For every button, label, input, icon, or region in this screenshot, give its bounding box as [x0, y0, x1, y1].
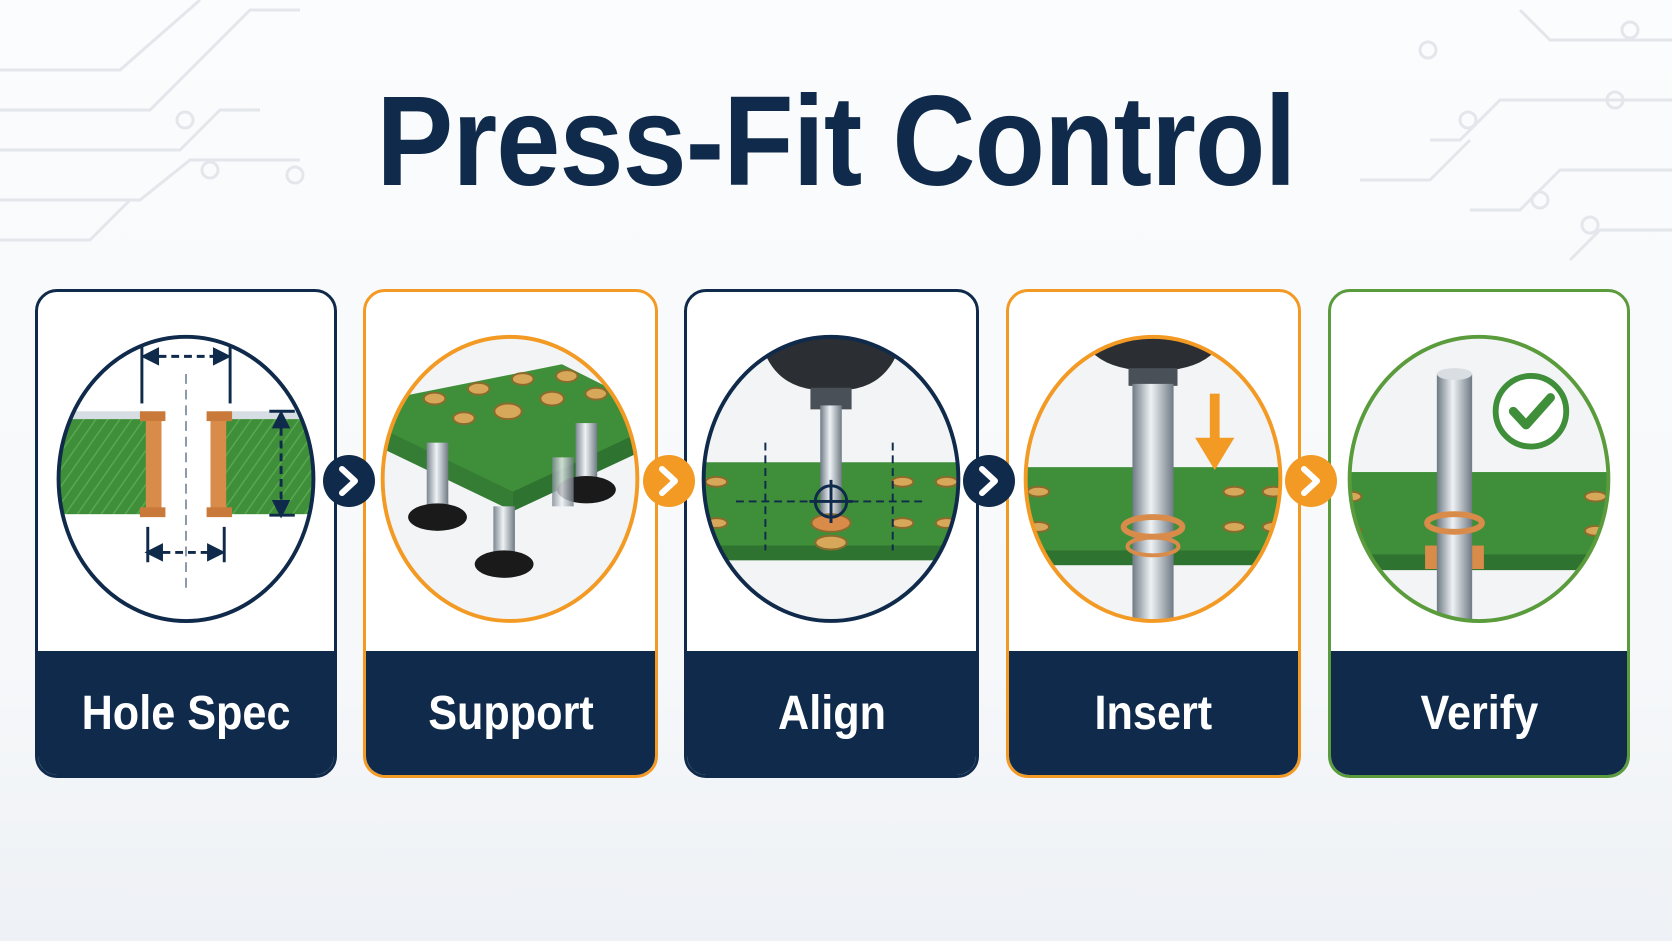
step-label-align: Align	[687, 651, 976, 775]
align-crosshair-icon	[687, 292, 976, 657]
step-card-align: Align	[684, 289, 979, 778]
chevron-right-icon	[323, 455, 375, 507]
step-card-hole-spec: Hole Spec	[35, 289, 337, 778]
insert-arrow-icon	[1009, 292, 1298, 657]
check-icon	[1492, 373, 1570, 450]
hole-cross-section-icon	[38, 292, 334, 657]
step-card-verify: Verify	[1328, 289, 1630, 778]
support-pins-icon	[366, 292, 655, 657]
step-label-support: Support	[366, 651, 655, 775]
chevron-right-icon	[643, 455, 695, 507]
chevron-right-icon	[963, 455, 1015, 507]
step-card-support: Support	[363, 289, 658, 778]
verify-illustration	[1331, 292, 1627, 657]
step-label-verify: Verify	[1331, 651, 1627, 775]
step-card-insert: Insert	[1006, 289, 1301, 778]
step-label-hole-spec: Hole Spec	[38, 651, 334, 775]
step-label-insert: Insert	[1009, 651, 1298, 775]
chevron-right-icon	[1285, 455, 1337, 507]
page-title: Press-Fit Control	[376, 70, 1296, 213]
